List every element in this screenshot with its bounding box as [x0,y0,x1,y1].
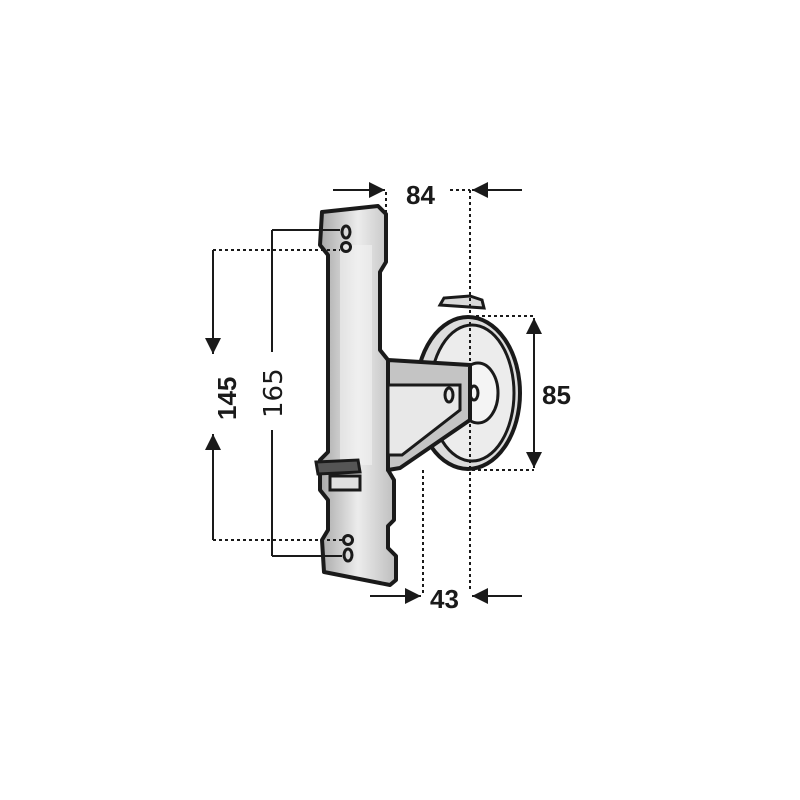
dimension-85-label: 85 [542,380,571,410]
dimension-43-label: 43 [430,584,459,614]
mount-hole-top [340,224,352,240]
axle-hole [468,384,480,402]
bracket-plate [314,204,398,587]
mount-hole-bottom [342,534,354,546]
dimension-165-label: 165 [259,368,289,418]
dimension-84: 84 [333,180,522,590]
dimension-165: 165 [259,229,342,557]
dimension-145-label: 145 [212,377,242,420]
bracket-arm [386,358,480,472]
dimension-43: 43 [370,470,522,614]
dimension-145: 145 [205,249,342,541]
dimension-85: 85 [472,315,571,471]
dimension-84-label: 84 [406,180,435,210]
